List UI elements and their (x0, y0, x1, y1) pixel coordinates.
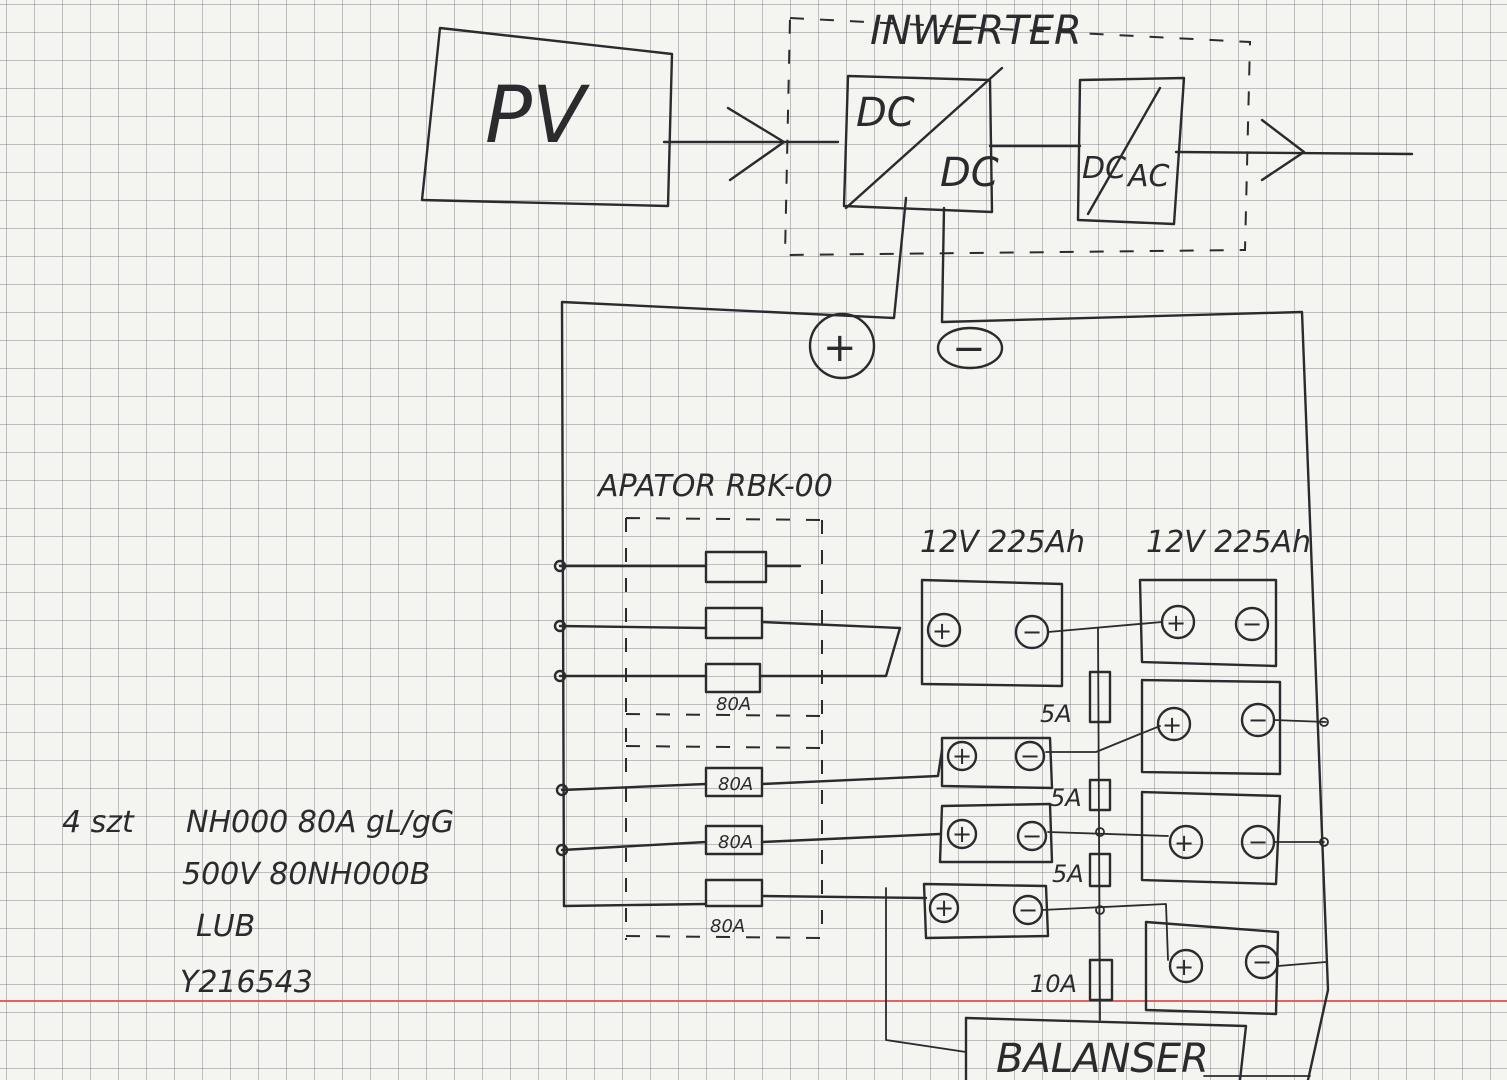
note-fuse-type: NH000 80A gL/gG (186, 805, 454, 840)
balancer-fuses: 5A 5A 5A 10A (1030, 670, 1114, 1002)
battery-left-2: + − (940, 736, 1054, 790)
svg-text:+: + (1174, 953, 1194, 981)
svg-text:−: − (952, 326, 986, 372)
positive-bus-wire (560, 196, 908, 908)
svg-text:−: − (1022, 822, 1042, 850)
svg-text:+: + (1166, 609, 1186, 637)
battery-left-4: + − (922, 882, 1050, 940)
balancer-fuse-4-label: 10A (1030, 970, 1077, 998)
svg-text:−: − (1018, 896, 1038, 924)
fuse-rating-3: 80A (718, 832, 753, 853)
red-margin-line (0, 1000, 1507, 1002)
fuse-rating-1: 80A (716, 694, 751, 715)
svg-text:+: + (1162, 711, 1182, 739)
battery-spec-right: 12V 225Ah (1146, 525, 1311, 560)
svg-text:+: + (952, 820, 972, 848)
battery-right-1: + − (1138, 578, 1278, 668)
balancer-fuse-3-label: 5A (1052, 860, 1084, 888)
battery-right-2: + − (1140, 678, 1282, 776)
pv-label: PV (485, 71, 590, 161)
fuse-spec-notes: 4 szt NH000 80A gL/gG 500V 80NH000B LUB … (62, 805, 454, 1000)
dcdc-input-label: DC (856, 90, 915, 136)
fuse-group-top: 80A (553, 550, 902, 715)
balancer-module: BALANSER (885, 887, 1311, 1080)
fuse-box: APATOR RBK-00 (596, 469, 833, 940)
note-quantity: 4 szt (62, 805, 135, 840)
svg-text:−: − (1022, 618, 1042, 646)
battery-right-3: + − (1140, 790, 1282, 886)
note-part-number: Y216543 (180, 965, 313, 1000)
svg-text:−: − (1252, 948, 1272, 976)
ac-output-arrow-head (1260, 118, 1306, 182)
battery-right-4: + − (1144, 920, 1280, 1016)
battery-left-1: + − (920, 578, 1064, 688)
note-or: LUB (196, 909, 255, 944)
svg-text:−: − (1248, 706, 1268, 734)
svg-text:+: + (934, 894, 954, 922)
dcdc-converter: DC DC (842, 66, 1004, 214)
battery-left-3: + − (938, 802, 1054, 864)
inverter-enclosure: INWERTER (783, 8, 1252, 257)
fuse-box-title: APATOR RBK-00 (596, 469, 833, 504)
svg-text:+: + (952, 742, 972, 770)
inverter-title: INWERTER (870, 8, 1082, 54)
dcac-output-label: AC (1126, 159, 1170, 194)
svg-text:−: − (1242, 610, 1262, 638)
fuse-rating-2: 80A (718, 774, 753, 795)
svg-text:+: + (823, 325, 857, 371)
battery-interconnects (1041, 621, 1329, 1015)
svg-text:+: + (1174, 829, 1194, 857)
positive-marker: + (808, 312, 876, 380)
fuse-group-bottom: 80A 80A 80A (555, 748, 944, 937)
battery-spec-left: 12V 225Ah (920, 525, 1085, 560)
dcdc-output-label: DC (940, 150, 999, 196)
fuse-rating-4: 80A (710, 916, 745, 937)
note-fuse-rating: 500V 80NH000B (182, 857, 430, 892)
dcac-input-label: DC (1082, 151, 1126, 186)
balancer-fuse-2-label: 5A (1050, 784, 1082, 812)
dcac-converter: DC AC (1076, 76, 1186, 226)
balancer-fuse-1-label: 5A (1040, 700, 1072, 728)
pv-arrow-head (726, 106, 786, 182)
negative-marker: − (936, 326, 1004, 372)
svg-text:+: + (932, 617, 952, 645)
negative-bus-wire (940, 206, 1330, 1080)
svg-text:−: − (1248, 828, 1268, 856)
ac-output-wire (1174, 150, 1414, 156)
balancer-label: BALANSER (996, 1036, 1209, 1080)
pv-block: PV (420, 26, 674, 208)
svg-text:−: − (1020, 742, 1040, 770)
